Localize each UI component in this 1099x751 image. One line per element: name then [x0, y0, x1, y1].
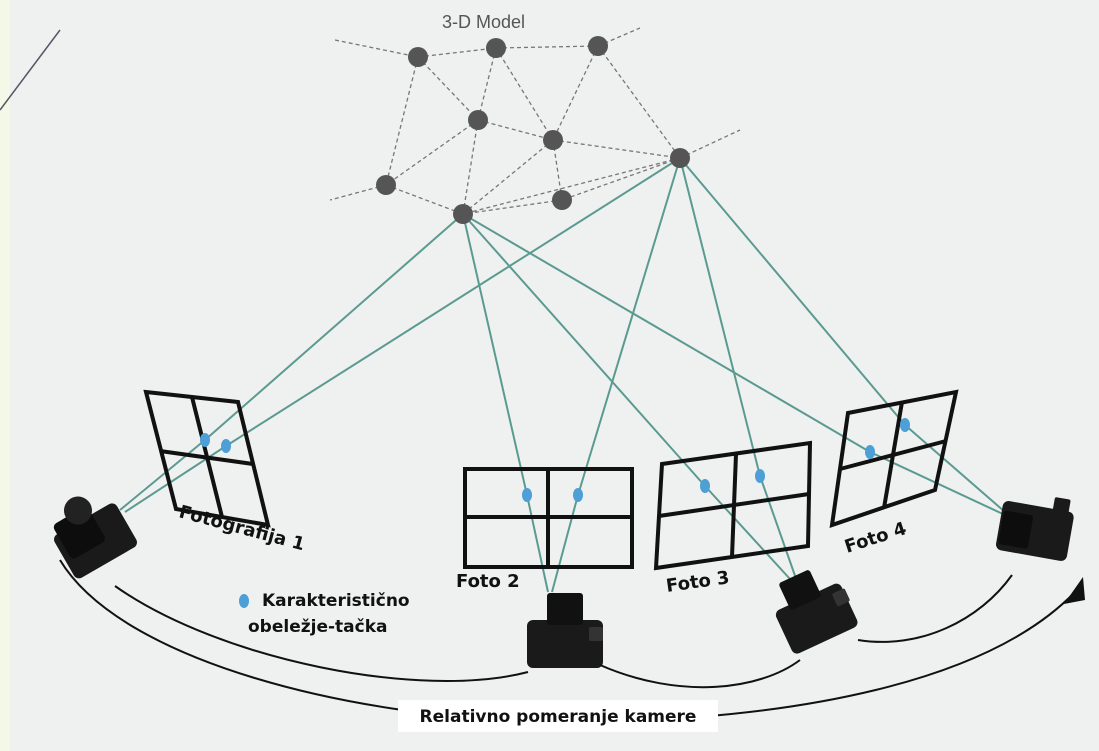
photo-label-2: Foto 2	[456, 571, 520, 592]
feature-point	[200, 433, 210, 447]
mesh-node	[588, 36, 608, 56]
feature-point	[522, 488, 532, 502]
legend-line-1: Karakteristično	[262, 591, 410, 611]
projection-rays	[119, 157, 1006, 593]
legend-line-2: obeležje-tačka	[248, 617, 388, 637]
photo-frame-3	[653, 440, 813, 571]
camera-icon	[527, 593, 603, 668]
mesh-node	[486, 38, 506, 58]
motion-label: Relativno pomeranje kamere	[420, 707, 697, 727]
mesh-node	[376, 175, 396, 195]
model-title: 3-D Model	[442, 12, 525, 32]
photo-frame-2	[463, 467, 634, 569]
mesh-node	[543, 130, 563, 150]
feature-point	[573, 488, 583, 502]
arrow-head-icon	[1064, 577, 1085, 604]
mesh-node	[453, 204, 473, 224]
mesh-node	[552, 190, 572, 210]
legend: Karakteristično obeležje-tačka	[239, 591, 410, 637]
3d-model-mesh	[329, 27, 741, 215]
motion-label-box	[398, 700, 718, 732]
decorative-slash	[0, 29, 61, 111]
feature-point	[900, 418, 910, 432]
feature-point	[865, 445, 875, 459]
mesh-node	[408, 47, 428, 67]
photo-frame-1	[143, 389, 271, 528]
feature-point	[700, 479, 710, 493]
mesh-node	[468, 110, 488, 130]
model-nodes	[376, 36, 690, 224]
legend-feature-point-icon	[239, 594, 249, 608]
feature-point	[221, 439, 231, 453]
photo-frame-4	[829, 389, 959, 528]
camera-icon	[53, 496, 137, 579]
feature-point	[755, 469, 765, 483]
camera-icon	[995, 497, 1074, 561]
camera-icon	[775, 570, 858, 654]
mesh-node	[670, 148, 690, 168]
feature-points	[200, 418, 910, 502]
